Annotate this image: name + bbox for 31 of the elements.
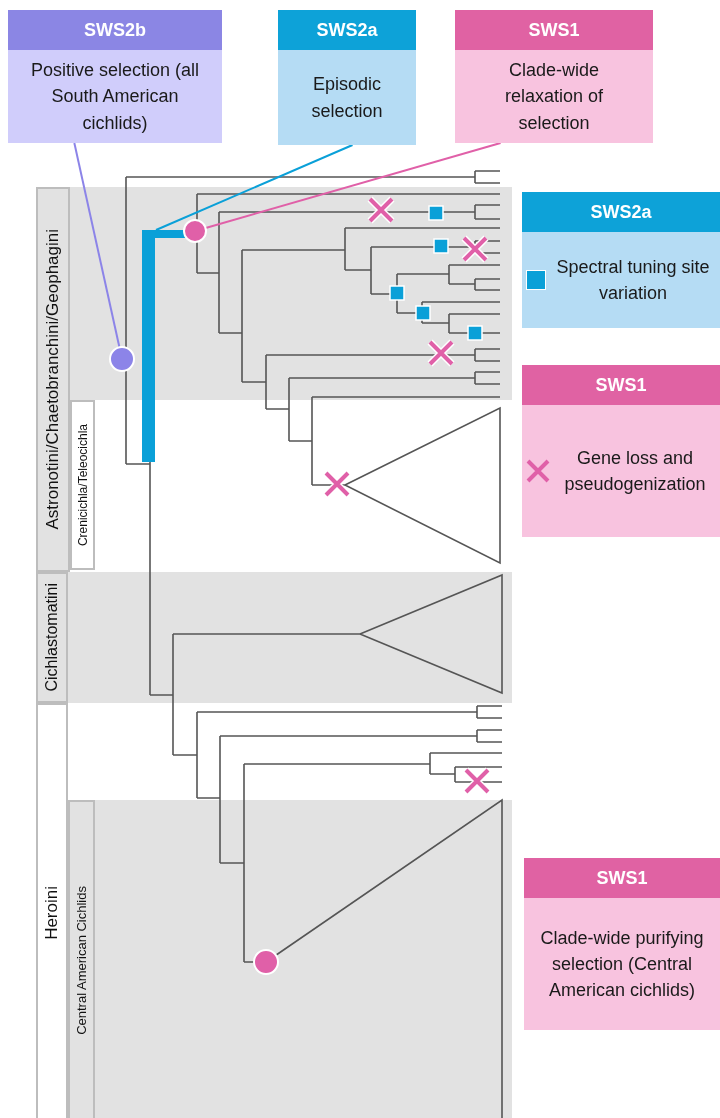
- clade-label-box: [68, 800, 95, 1118]
- annotation-card: [278, 10, 416, 145]
- leader-line: [155, 144, 354, 231]
- annotation-card: [455, 10, 653, 143]
- card-header: SWS1: [524, 858, 720, 898]
- clade-name: Astronotini/Chaetobranchini/Geophagini: [42, 229, 64, 530]
- annotation-card: [522, 365, 720, 537]
- description-text: Spectral tuning site variation: [555, 255, 711, 305]
- clade-label-box: [36, 703, 68, 1118]
- card-header: SWS2b: [8, 10, 222, 50]
- clade-name: Central American Cichlids: [72, 885, 90, 1035]
- leader-line: [205, 142, 502, 229]
- card-header: SWS2a: [522, 192, 720, 232]
- description-text: Episodic selection: [310, 73, 384, 123]
- annotation-card: [522, 192, 720, 328]
- annotation-card: [8, 10, 222, 143]
- clade-name: Crenicichla/Teleocichla: [74, 423, 91, 547]
- leader-line: [73, 142, 121, 348]
- card-header: SWS1: [455, 10, 653, 50]
- card-header: SWS1: [522, 365, 720, 405]
- description-text: Gene loss and pseudogenization: [563, 446, 707, 496]
- card-header: SWS2a: [278, 10, 416, 50]
- clade-name: Heroini: [41, 886, 63, 940]
- clade-label-box: [36, 572, 68, 703]
- clade-label-box: [36, 187, 70, 572]
- clade-name: Cichlastomatini: [42, 583, 61, 692]
- annotation-card: [524, 858, 720, 1030]
- description-text: Clade-wide relaxation of selection: [503, 59, 605, 135]
- description-text: Positive selection (all South American cichlids): [29, 59, 201, 135]
- description-text: Clade-wide purifying selection (Central American cichlids): [539, 926, 705, 1003]
- clade-label-box: [70, 400, 95, 570]
